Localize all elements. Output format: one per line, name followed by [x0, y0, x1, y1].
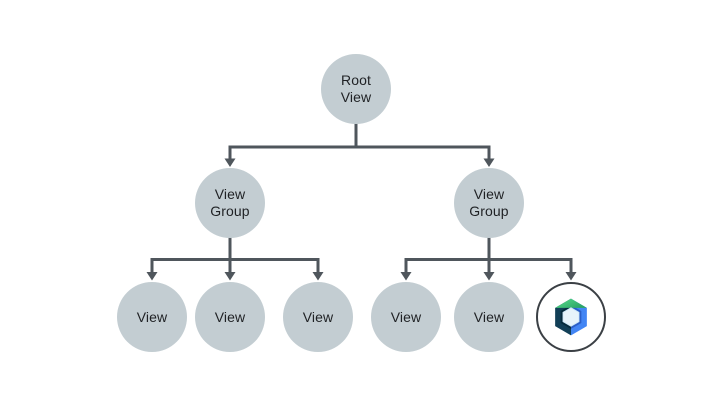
edge-right-rail: [404, 258, 573, 273]
arrowhead-group-right: [483, 158, 495, 167]
arrowhead-view-5: [483, 272, 495, 281]
node-view-group-left-label: View Group: [210, 186, 250, 219]
node-root-view: Root View: [321, 54, 391, 124]
node-view-1-label: View: [136, 308, 168, 325]
arrowhead-view-3: [312, 272, 324, 281]
node-view-4-label: View: [390, 308, 422, 325]
node-view-3: View: [283, 282, 353, 352]
arrowhead-compose: [565, 272, 577, 281]
node-view-group-left: View Group: [195, 168, 265, 238]
edge-left-rail: [150, 258, 320, 273]
node-view-5: View: [454, 282, 524, 352]
node-view-5-label: View: [473, 308, 505, 325]
arrowhead-view-1: [146, 272, 158, 281]
node-view-group-right: View Group: [454, 168, 524, 238]
node-view-1: View: [117, 282, 187, 352]
node-view-group-right-label: View Group: [469, 186, 509, 219]
node-view-2: View: [195, 282, 265, 352]
node-compose: [536, 282, 606, 352]
node-root-view-label: Root View: [340, 72, 372, 105]
jetpack-compose-icon: [555, 298, 587, 336]
arrowhead-group-left: [224, 158, 236, 167]
arrowhead-view-2: [224, 272, 236, 281]
node-view-4: View: [371, 282, 441, 352]
edge-root-rail: [228, 145, 491, 160]
arrowhead-view-4: [400, 272, 412, 281]
node-view-2-label: View: [214, 308, 246, 325]
node-view-3-label: View: [302, 308, 334, 325]
